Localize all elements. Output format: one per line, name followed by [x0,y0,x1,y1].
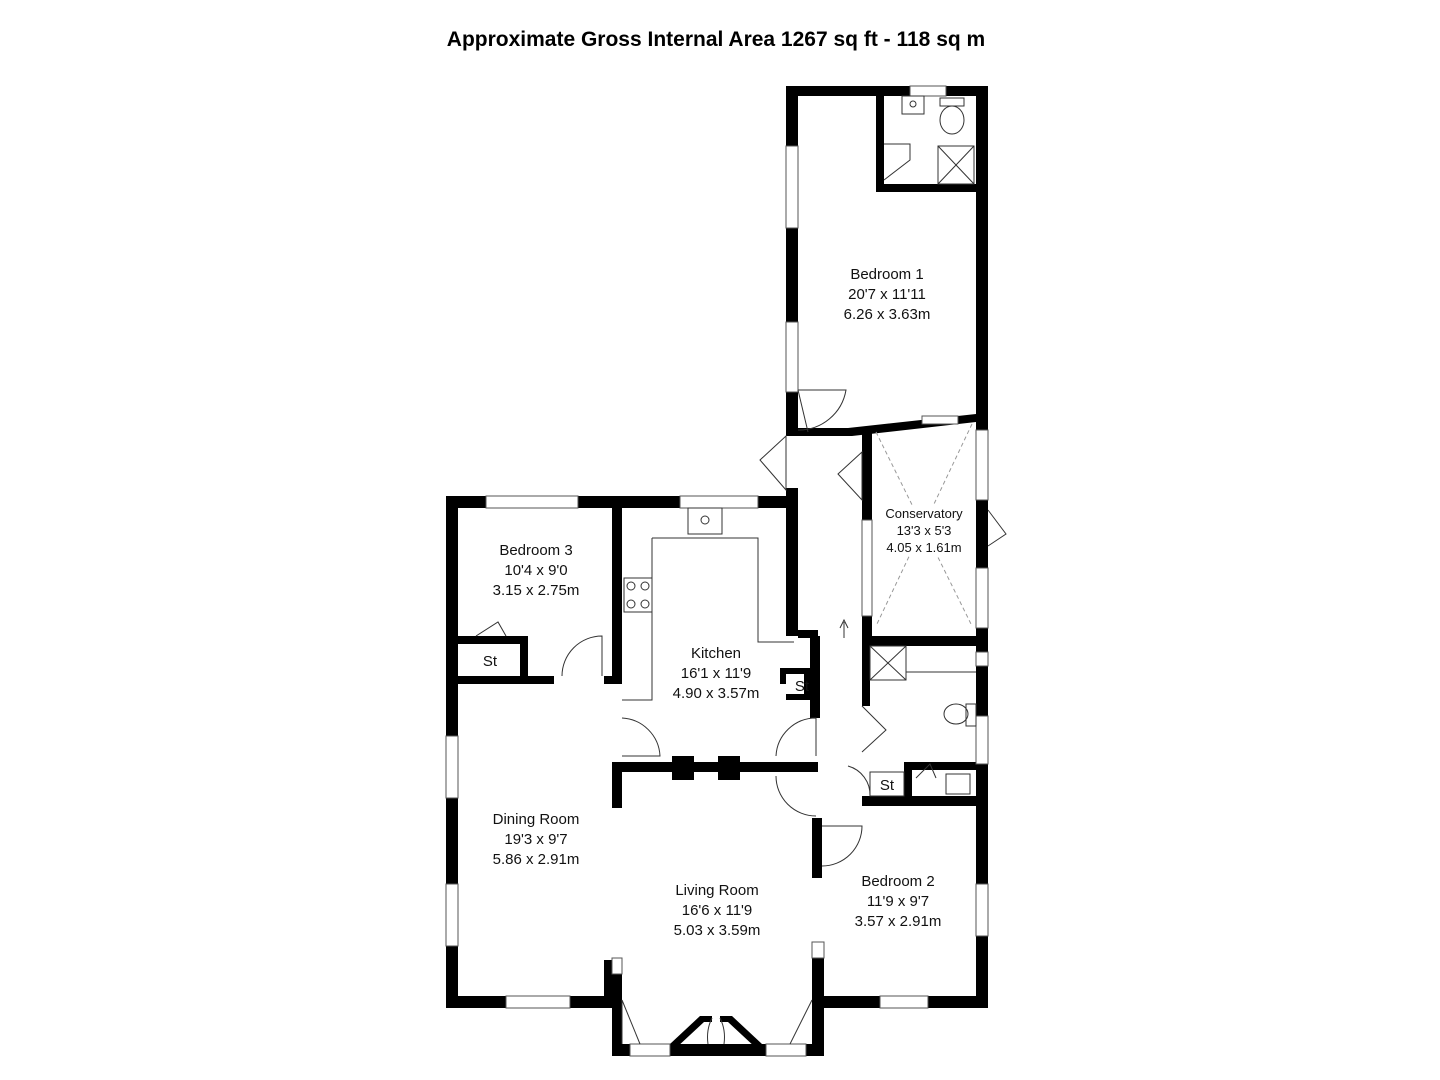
room-conservatory: Conservatory 13'3 x 5'3 4.05 x 1.61m [878,505,970,555]
storage-labels: St St St [483,653,895,794]
basin-icon [945,773,971,795]
storage-label: St [483,653,498,670]
room-imperial: 19'3 x 9'7 [504,831,567,848]
room-name: Bedroom 3 [499,542,572,559]
room-imperial: 13'3 x 5'3 [897,523,952,538]
room-metric: 3.57 x 2.91m [855,913,942,930]
room-living: Living Room 16'6 x 11'9 5.03 x 3.59m [674,882,761,939]
room-imperial: 16'1 x 11'9 [681,665,752,682]
room-kitchen: Kitchen 16'1 x 11'9 4.90 x 3.57m [673,645,760,702]
room-metric: 4.90 x 3.57m [673,685,760,702]
room-name: Living Room [675,882,758,899]
room-dining: Dining Room 19'3 x 9'7 5.86 x 2.91m [493,811,580,868]
room-name: Kitchen [691,645,741,662]
room-metric: 3.15 x 2.75m [493,582,580,599]
storage-label: St [880,777,895,794]
room-imperial: 20'7 x 11'11 [848,286,926,303]
room-name: Conservatory [885,506,963,521]
bay-window [621,999,813,1048]
toilet-icon [939,105,965,135]
room-metric: 5.86 x 2.91m [493,851,580,868]
room-bedroom-3: Bedroom 3 10'4 x 9'0 3.15 x 2.75m [493,542,580,599]
room-name: Bedroom 1 [850,266,923,283]
kitchen-sink-icon [687,507,723,535]
room-metric: 4.05 x 1.61m [886,540,961,555]
room-imperial: 11'9 x 9'7 [867,893,929,910]
room-bedroom-1: Bedroom 1 20'7 x 11'11 6.26 x 3.63m [844,266,931,323]
room-imperial: 16'6 x 11'9 [682,902,753,919]
room-metric: 5.03 x 3.59m [674,922,761,939]
windows [445,85,989,1057]
room-bedroom-2: Bedroom 2 11'9 x 9'7 3.57 x 2.91m [855,873,942,930]
bath-shower-icon [869,645,907,681]
toilet-icon-2 [943,703,969,725]
room-metric: 6.26 x 3.63m [844,306,931,323]
room-name: Dining Room [493,811,580,828]
sink-icon [901,95,925,115]
hob-icon [623,577,653,613]
storage-label: St [795,678,810,695]
room-imperial: 10'4 x 9'0 [504,562,567,579]
page-title: Approximate Gross Internal Area 1267 sq … [446,28,986,51]
shower-icon [937,145,975,185]
fixtures [622,95,977,797]
room-name: Bedroom 2 [861,873,934,890]
